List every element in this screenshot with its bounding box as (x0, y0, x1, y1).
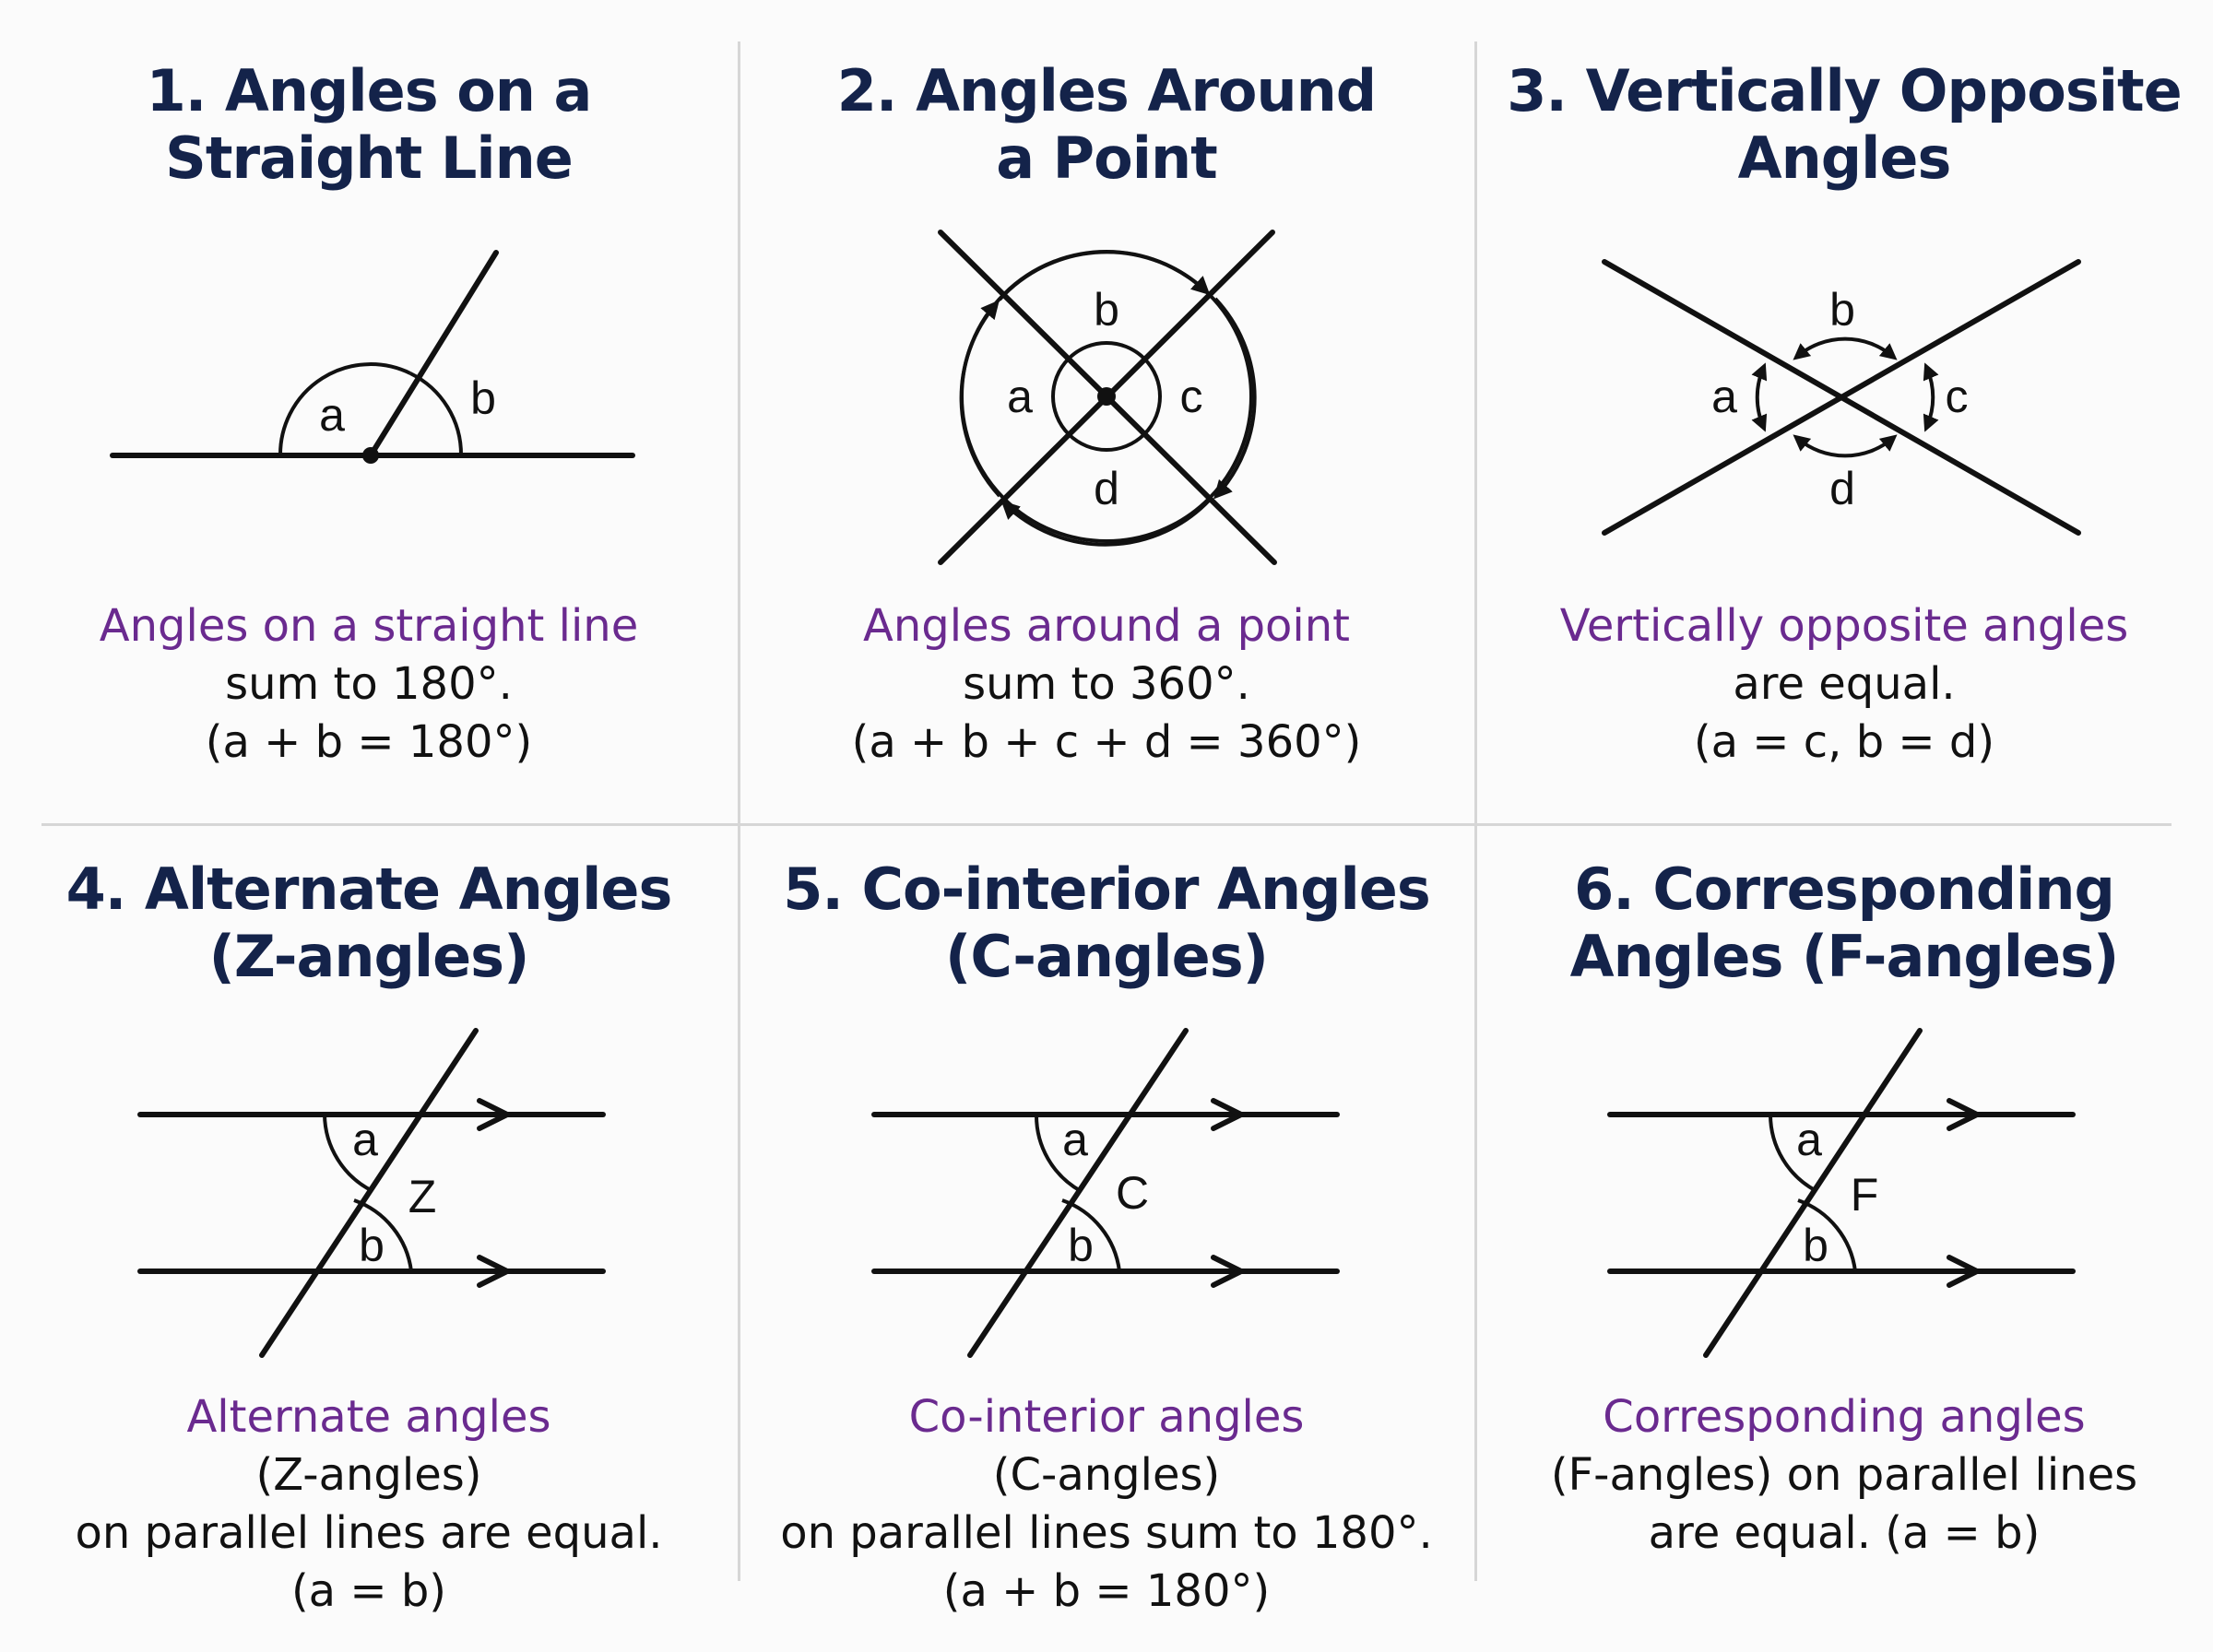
panel-alternate-angles: 4. Alternate Angles (Z-angles) a b Z Alt… (0, 798, 738, 1617)
panel-straight-line: 1. Angles on a Straight Line a b Angles … (0, 0, 738, 811)
vertical-divider-2 (1474, 41, 1477, 1581)
vertically-opposite-diagram: b a c d (1602, 259, 2081, 536)
label-a: a (1062, 1114, 1088, 1165)
panel-description: Angles on a straight line sum to 180°. (… (99, 600, 639, 768)
panel-vertically-opposite: 3. Vertically Opposite Angles b a c d Ve… (1475, 0, 2213, 811)
panel-around-point: 2. Angles Around a Point b a c d Angles … (738, 0, 1475, 811)
label-shape-letter: Z (408, 1171, 437, 1222)
vertical-divider-1 (738, 41, 740, 1581)
panel-description: Co-interior angles (C-angles) on paralle… (780, 1391, 1433, 1617)
panel-title: 1. Angles on a Straight Line (146, 57, 593, 192)
label-b: b (1094, 284, 1119, 336)
horizontal-divider (41, 823, 2172, 826)
panel-description: Corresponding angles (F-angles) on paral… (1550, 1391, 2138, 1559)
corresponding-angles-diagram: a b F (1607, 1028, 2076, 1358)
label-a: a (1007, 371, 1033, 422)
panel-corresponding-angles: 6. Corresponding Angles (F-angles) a b F… (1475, 798, 2213, 1610)
label-b: b (1068, 1220, 1094, 1271)
label-a: a (319, 389, 345, 441)
label-d: d (1094, 463, 1119, 514)
label-b: b (470, 372, 496, 424)
panel-title: 6. Corresponding Angles (F-angles) (1569, 856, 2120, 990)
label-b: b (1803, 1220, 1828, 1271)
panel-title: 4. Alternate Angles (Z-angles) (65, 856, 673, 990)
label-b: b (1829, 284, 1855, 336)
alternate-angles-diagram: a b Z (137, 1028, 606, 1358)
panel-title: 2. Angles Around a Point (836, 57, 1377, 192)
panel-description: Alternate angles (Z-angles) on parallel … (75, 1391, 663, 1617)
label-a: a (1796, 1114, 1822, 1165)
label-d: d (1829, 463, 1855, 514)
panel-description: Angles around a point sum to 360°. (a + … (851, 600, 1362, 768)
label-b: b (359, 1220, 385, 1271)
panel-description: Vertically opposite angles are equal. (a… (1559, 600, 2129, 768)
panel-title: 3. Vertically Opposite Angles (1507, 57, 2182, 192)
label-shape-letter: C (1116, 1167, 1149, 1219)
panel-title: 5. Co-interior Angles (C-angles) (783, 856, 1430, 990)
co-interior-angles-diagram: a b C (871, 1028, 1340, 1358)
panel-co-interior-angles: 5. Co-interior Angles (C-angles) a b C C… (738, 798, 1475, 1617)
label-c: c (1180, 371, 1203, 422)
label-a: a (352, 1114, 378, 1165)
label-shape-letter: F (1851, 1169, 1879, 1221)
label-c: c (1946, 371, 1969, 422)
straight-line-diagram: a b (110, 250, 635, 464)
around-point-diagram: b a c d (938, 230, 1277, 565)
label-a: a (1711, 371, 1737, 422)
